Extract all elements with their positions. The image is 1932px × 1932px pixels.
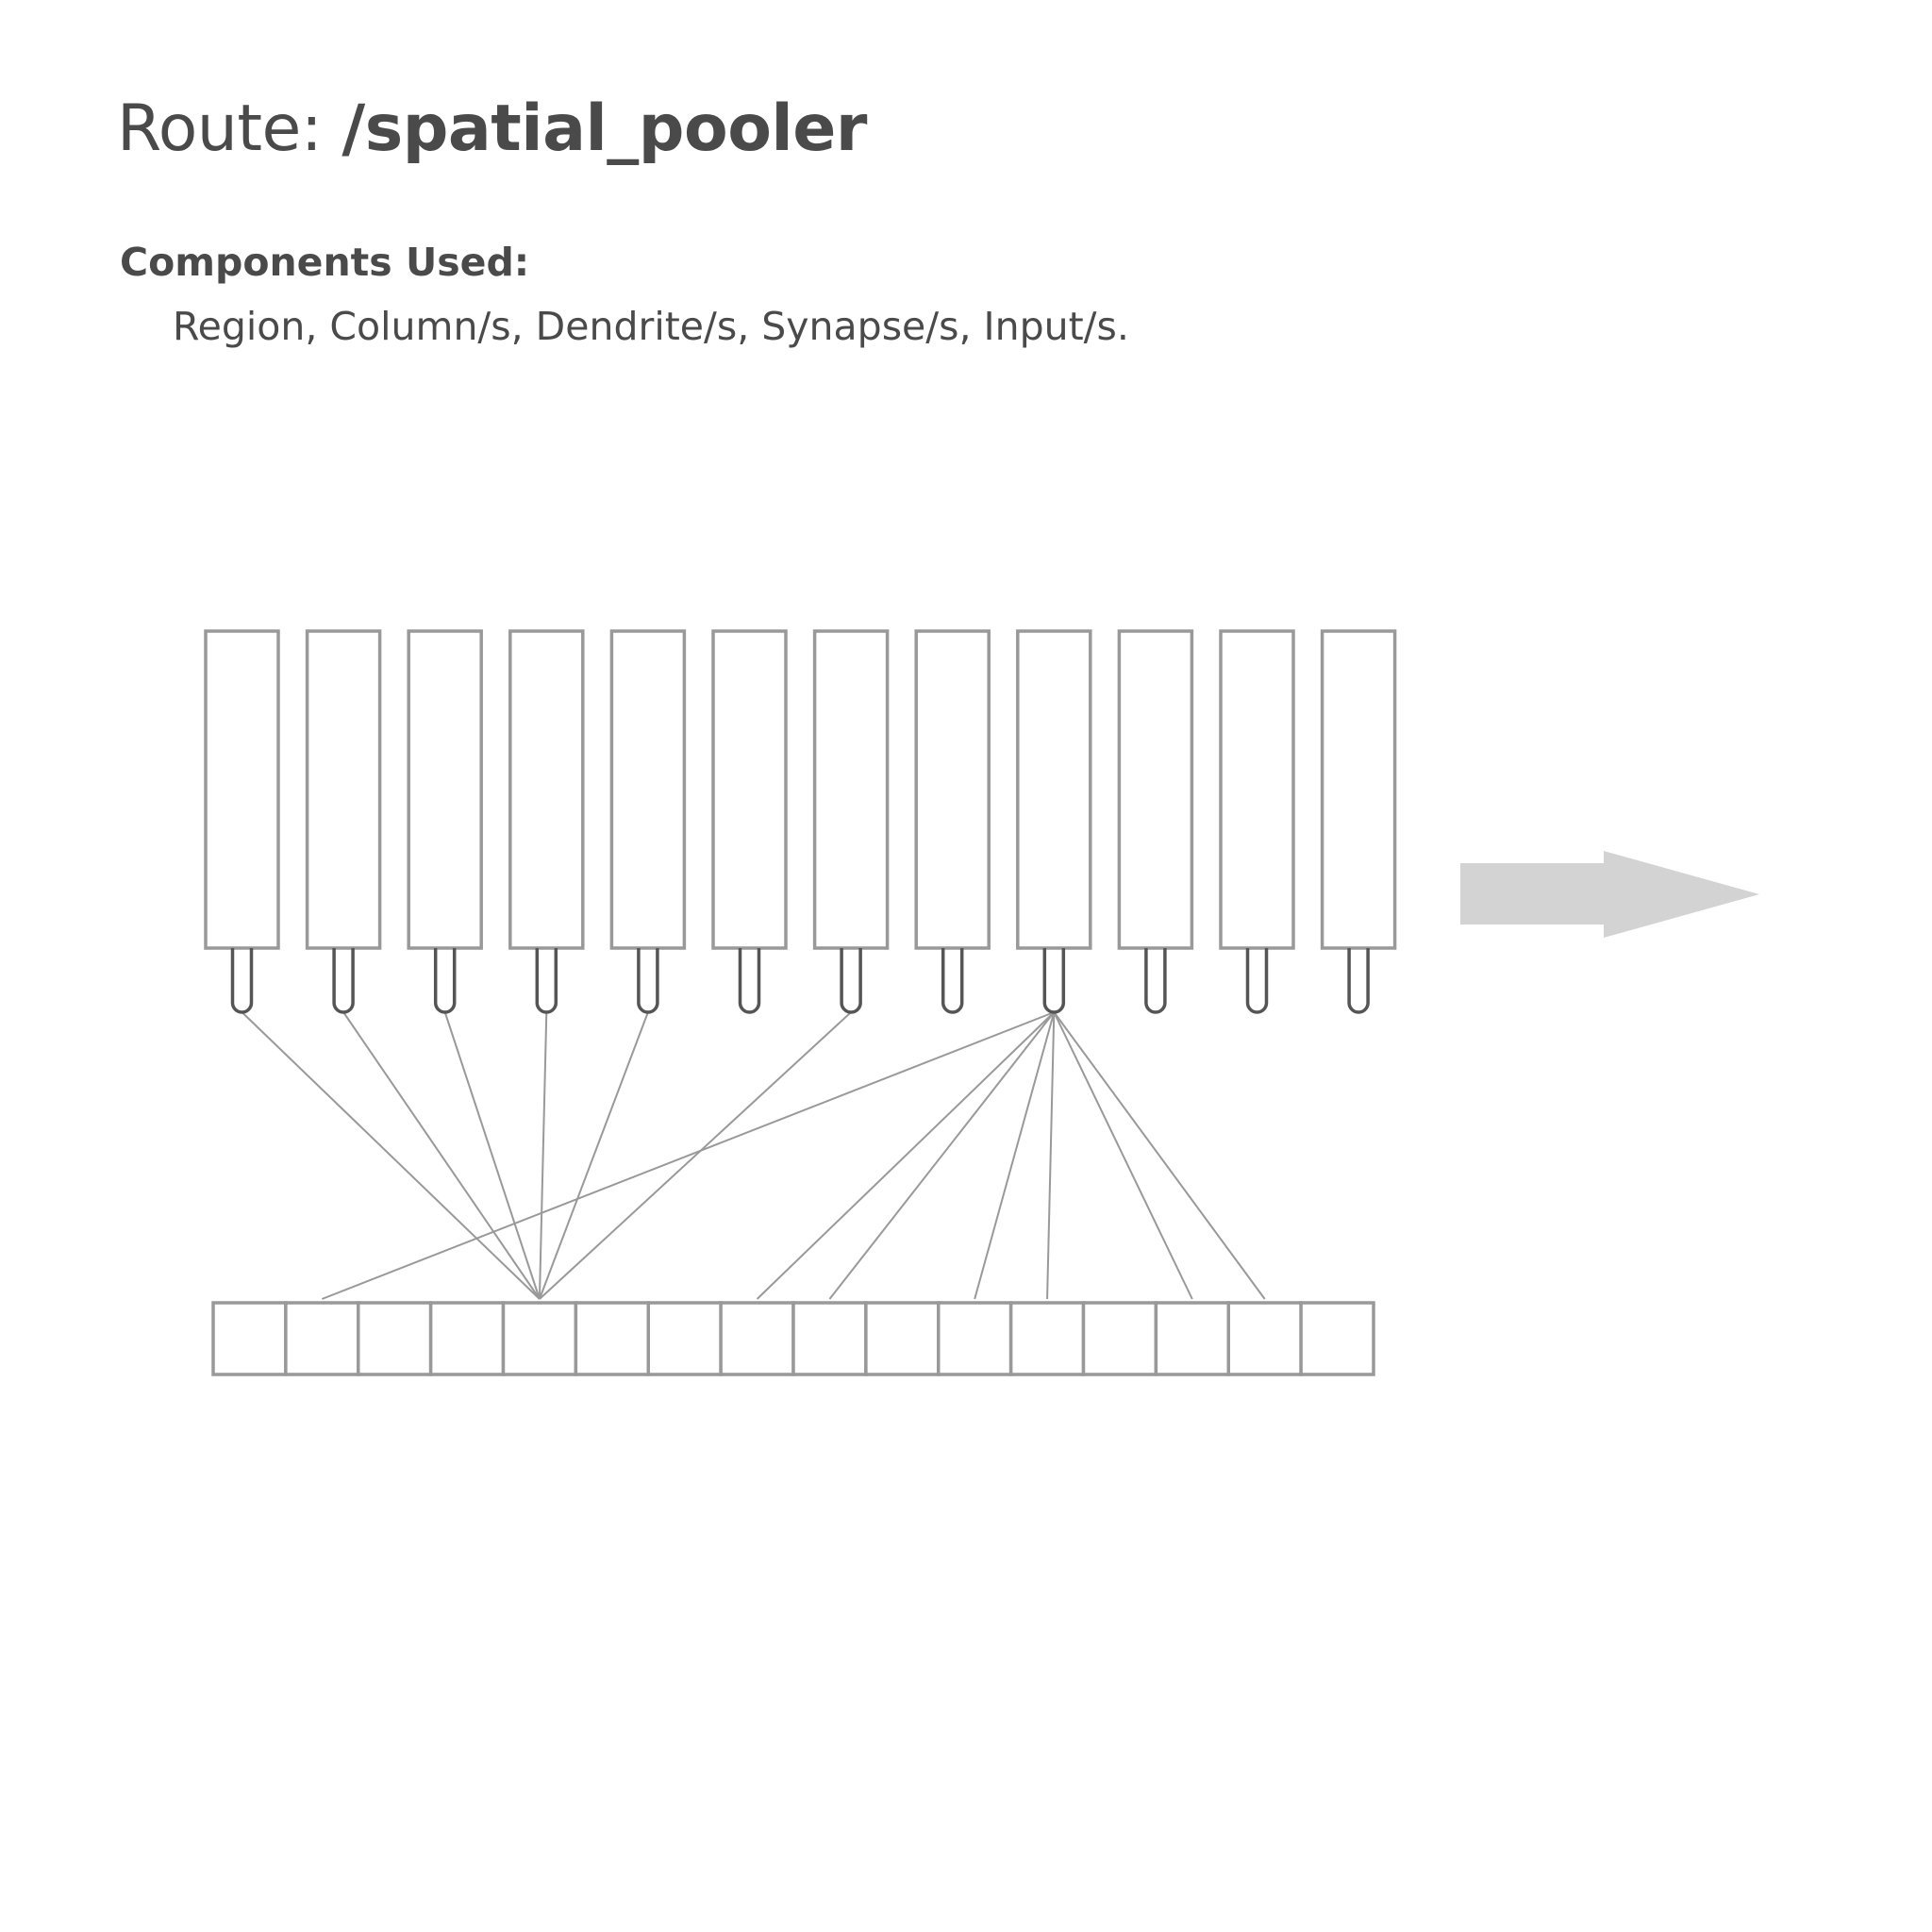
dendrite [1245,948,1269,1014]
input-cell [1081,1301,1158,1376]
page-title: Route: /spatial_pooler [117,87,867,172]
input-cell [501,1301,578,1376]
route-prefix: Route: [117,92,342,166]
region-column [914,629,991,950]
dendrite [738,948,761,1014]
synapse-line [539,1011,649,1300]
region-column [711,629,788,950]
input-cell [791,1301,868,1376]
input-cell [428,1301,506,1376]
region-column [1219,629,1295,950]
synapse-line [1053,1011,1193,1300]
input-cell [719,1301,795,1376]
synapse-connections [241,1011,1266,1300]
dendrite [433,948,457,1014]
synapse-line [1053,1011,1266,1300]
input-cell [574,1301,650,1376]
input-cell [357,1301,433,1376]
input-cell [284,1301,360,1376]
synapse-line [538,1011,548,1300]
dendrite [535,948,558,1014]
synapse-line [974,1011,1056,1300]
region-columns [204,629,1397,950]
dendrite [332,948,355,1014]
input-cell [1299,1301,1375,1376]
dendrite [1042,948,1066,1014]
components-list: Region, Column/s, Dendrite/s, Synapse/s,… [173,304,1129,349]
dendrite [1347,948,1370,1014]
dendrite [941,948,964,1014]
synapse-line [756,1011,1055,1300]
route-name: /spatial_pooler [341,92,867,166]
components-heading: Components Used: [120,240,530,285]
dendrite [840,948,862,1014]
region-column [204,629,280,950]
synapse-line [443,1011,541,1300]
synapse-line [539,1011,852,1300]
region-column [1016,629,1092,950]
region-column [1117,629,1194,950]
dendrites [230,948,1370,1014]
input-cell [937,1301,1013,1376]
dendrite [637,948,659,1014]
dendrite [230,948,254,1014]
synapse-line [1046,1011,1056,1300]
dendrite [1144,948,1167,1014]
input-cell [1154,1301,1230,1376]
region-column [812,629,890,950]
region-column [305,629,382,950]
input-cell [211,1301,288,1376]
region-column [609,629,687,950]
input-cell [646,1301,723,1376]
input-cell [1008,1301,1086,1376]
output-arrow-icon [1460,851,1759,938]
input-cells [211,1301,1375,1376]
input-cell [1226,1301,1303,1376]
region-column [508,629,585,950]
region-column [1320,629,1397,950]
input-cell [864,1301,941,1376]
synapse-line [241,1011,541,1300]
region-column [407,629,483,950]
synapse-line [342,1011,541,1300]
synapse-line [828,1011,1056,1300]
synapse-line [321,1011,1055,1300]
